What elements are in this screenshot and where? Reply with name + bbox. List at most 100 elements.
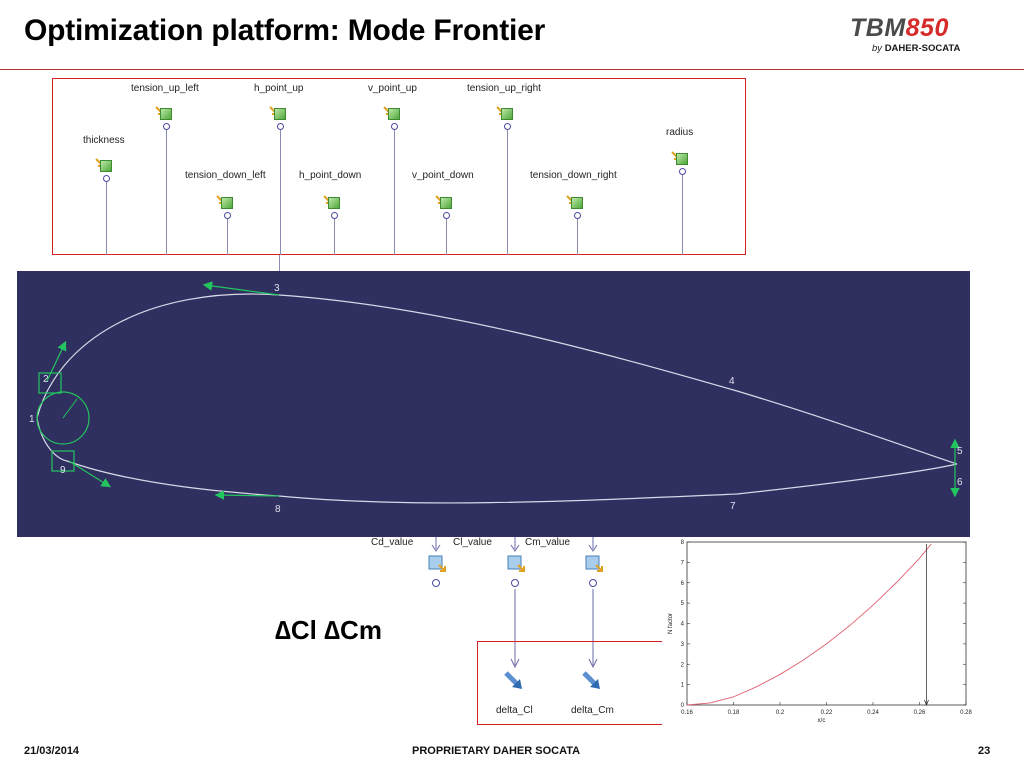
param-port-tension-down-left[interactable] [223,212,231,219]
param-label-v-point-down: v_point_down [412,170,474,181]
objectives-box [477,641,677,725]
param-connector-h-point-down [334,219,335,255]
x-tick-label: 0.18 [728,710,740,716]
param-port-radius[interactable] [678,168,686,175]
output-label-cd-value: Cd_value [371,537,414,548]
y-tick-label: 5 [681,601,685,607]
objective-label-delta-cm: delta_Cm [571,705,614,716]
y-tick-label: 4 [681,622,685,628]
objective-label-delta-cl: delta_Cl [496,705,533,716]
param-connector-radius [682,175,683,255]
company-logo: TBM850 by DAHER-SOCATA [850,14,990,60]
param-connector-tension-up-right [507,130,508,255]
x-tick-label: 0.26 [914,710,926,716]
y-tick-label: 1 [681,683,685,689]
param-connector-tension-down-left [227,219,228,255]
y-tick-label: 0 [681,703,685,709]
header-divider [0,69,1024,70]
param-connector-tension-down-right [577,219,578,255]
param-node-icon-h-point-down[interactable] [328,197,340,209]
output-node-cd-value[interactable] [424,537,450,677]
n-factor-chart: 0.16 0.18 0.2 0.22 0.24 0.26 0.28 0 1 2 3 4 5 6 7 8 x/c N… [662,537,974,727]
output-label-cm-value: Cm_value [525,537,571,548]
x-tick-label: 0.28 [960,710,972,716]
param-node-icon-thickness[interactable] [100,160,112,172]
param-port-thickness[interactable] [102,175,110,182]
param-node-icon-tension-up-right[interactable] [501,108,513,120]
airfoil-svg: 1 2 3 4 5 6 7 8 9 [29,281,963,515]
param-label-tension-down-left: tension_down_left [185,170,266,181]
point-label-4: 4 [729,376,735,387]
point-label-8: 8 [275,504,281,515]
footer-confidential: PROPRIETARY DAHER SOCATA [412,745,581,757]
control-box-9 [51,450,75,472]
param-label-tension-down-right: tension_down_right [530,170,617,181]
param-label-v-point-up: v_point_up [368,83,417,94]
y-axis-label: N factor [668,613,674,634]
chart-svg: 0.16 0.18 0.2 0.22 0.24 0.26 0.28 0 1 2 3 4 5 6 7 8 x/c N… [668,540,972,724]
y-tick-label: 2 [681,662,685,668]
param-label-radius: radius [666,127,694,138]
connector-line [279,255,280,271]
point-label-6: 6 [957,477,963,488]
slide-title: Optimization platform: Mode Frontier [24,14,546,47]
airfoil-lower-surface [36,417,958,504]
output-node-cm-value[interactable] [581,537,607,677]
parameter-inputs-box [52,78,746,255]
param-node-icon-v-point-down[interactable] [440,197,452,209]
leading-edge-circle [36,391,90,445]
point-label-2: 2 [43,374,49,385]
param-label-tension-up-right: tension_up_right [467,83,541,94]
control-box-2 [38,372,62,394]
logo-byline: by DAHER-SOCATA [872,43,961,54]
param-connector-tension-up-left [166,130,167,255]
param-port-h-point-up[interactable] [276,123,284,130]
param-node-icon-h-point-up[interactable] [274,108,286,120]
x-axis-label: x/c [818,718,826,724]
param-connector-v-point-up [394,130,395,255]
point-label-7: 7 [730,501,736,512]
objective-icon-delta-cm[interactable] [581,670,605,699]
param-port-v-point-down[interactable] [442,212,450,219]
param-connector-thickness [106,182,107,255]
airfoil-geometry-panel: 1 2 3 4 5 6 7 8 9 [17,271,970,537]
point-label-1: 1 [29,414,35,425]
x-tick-label: 0.2 [776,710,785,716]
param-node-icon-tension-up-left[interactable] [160,108,172,120]
footer-page-number: 23 [978,745,991,757]
series-line [686,543,932,706]
param-connector-h-point-up [280,130,281,255]
objective-icon-delta-cl[interactable] [503,670,527,699]
plot-frame [686,541,967,706]
y-tick-label: 7 [681,560,685,566]
param-port-tension-up-left[interactable] [162,123,170,130]
param-node-icon-radius[interactable] [676,153,688,165]
airfoil-upper-surface [36,293,958,465]
x-tick-label: 0.22 [821,710,833,716]
param-port-h-point-down[interactable] [330,212,338,219]
y-tick-label: 3 [681,642,685,648]
footer-date: 21/03/2014 [24,745,80,757]
param-port-v-point-up[interactable] [390,123,398,130]
output-node-cl-value[interactable] [503,537,529,677]
point-label-5: 5 [957,446,963,457]
point-label-9: 9 [60,465,66,476]
reference-arrow [924,699,929,706]
param-port-tension-up-right[interactable] [503,123,511,130]
param-node-icon-tension-down-right[interactable] [571,197,583,209]
x-tick-label: 0.24 [867,710,879,716]
param-connector-v-point-down [446,219,447,255]
param-label-thickness: thickness [83,135,125,146]
x-tick-label: 0.16 [681,710,693,716]
param-label-tension-up-left: tension_up_left [131,83,199,94]
delta-coefficients-label: ∆Cl ∆Cm [275,615,382,645]
param-label-h-point-down: h_point_down [299,170,362,181]
param-label-h-point-up: h_point_up [254,83,304,94]
param-node-icon-v-point-up[interactable] [388,108,400,120]
y-tick-label: 8 [681,540,685,546]
point-label-3: 3 [274,283,280,294]
y-tick-label: 6 [681,581,685,587]
param-node-icon-tension-down-left[interactable] [221,197,233,209]
output-label-cl-value: Cl_value [453,537,492,548]
param-port-tension-down-right[interactable] [573,212,581,219]
